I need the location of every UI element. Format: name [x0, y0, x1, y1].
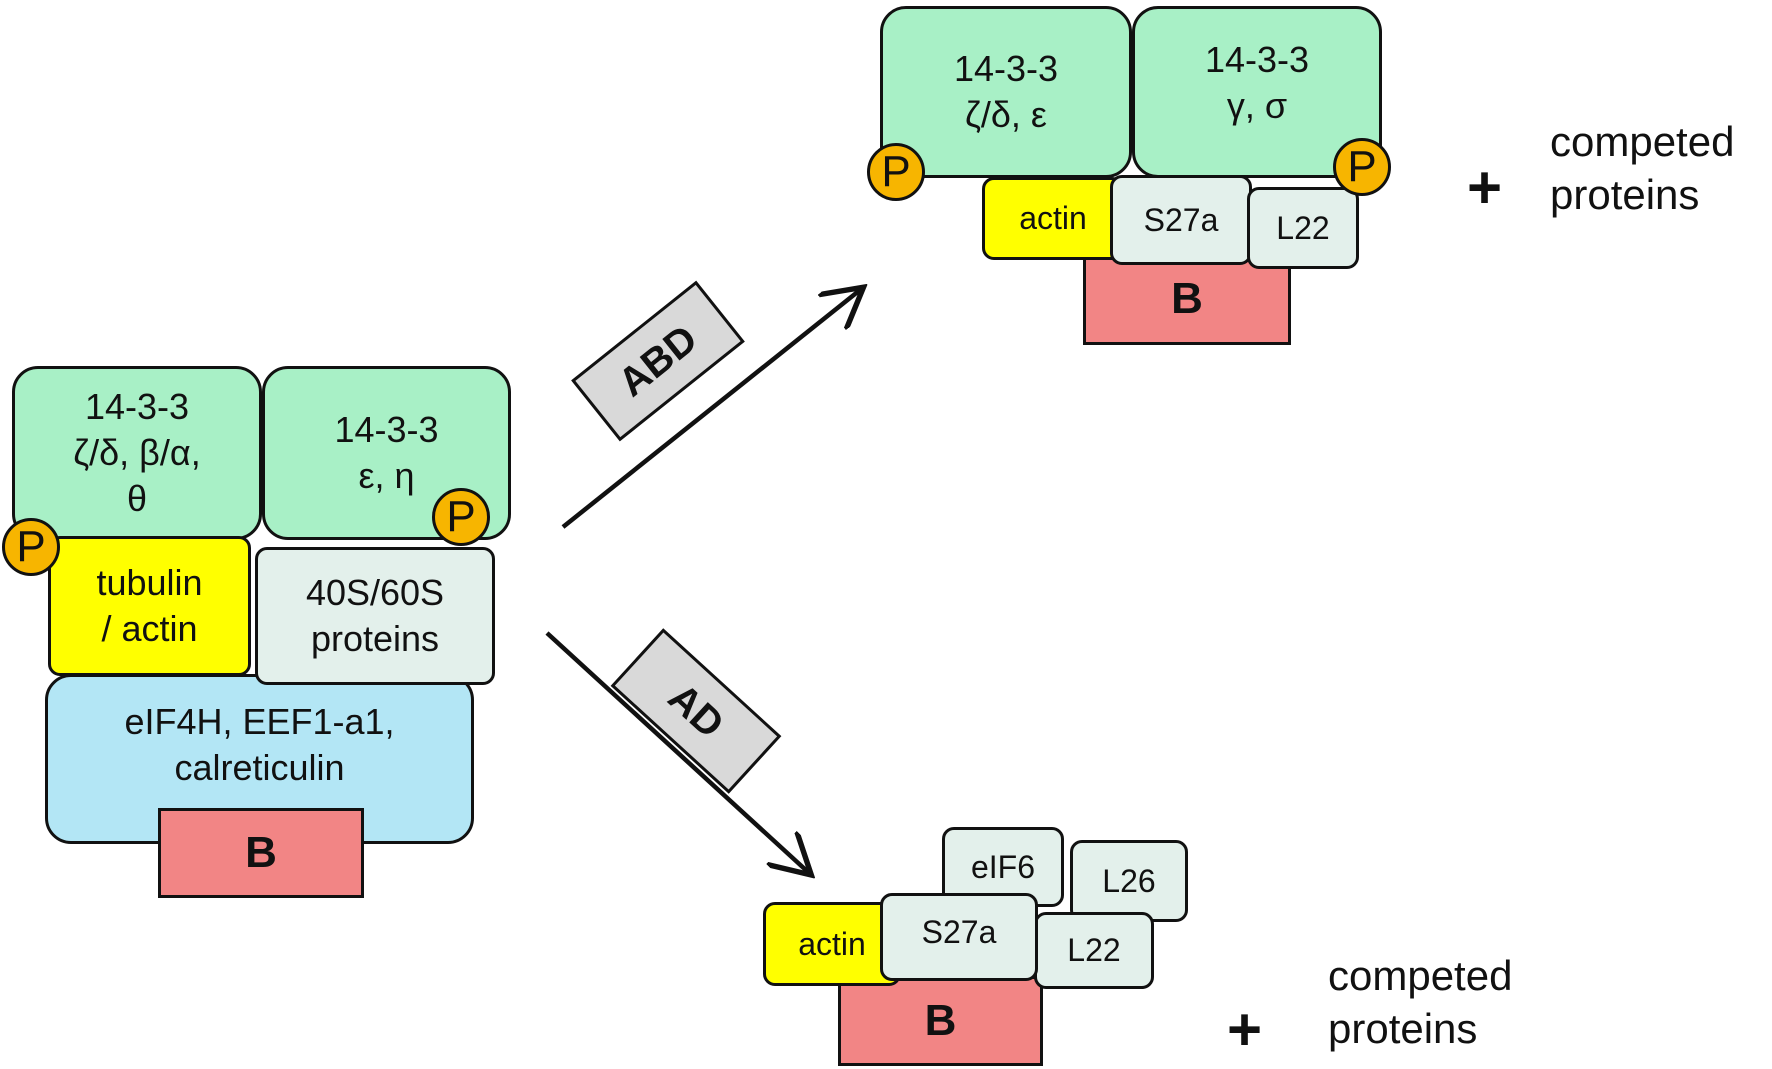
top-plus-sign: + [1467, 158, 1502, 218]
start-phospho-right-icon: P [432, 488, 490, 546]
bottom-plus-text: + [1227, 996, 1263, 1063]
abd-phospho-right-label: P [1347, 142, 1377, 191]
ad-bait-b: B [838, 976, 1043, 1066]
abd-s27a-label: S27a [1143, 201, 1219, 238]
abd-l22: L22 [1247, 187, 1359, 269]
ad-actin-label: actin [798, 925, 866, 962]
ad-eif6-label: eIF6 [970, 848, 1036, 885]
start-phospho-right-label: P [446, 492, 476, 541]
start-40s-60s-proteins: 40S/60S proteins [255, 547, 495, 685]
ad-l26-label: L26 [1102, 862, 1156, 899]
abd-s27a: S27a [1110, 175, 1252, 265]
start-14-3-3-epsilon-eta: 14-3-3 ε, η [262, 366, 511, 540]
start-ribosomal-label: 40S/60S proteins [305, 571, 445, 659]
start-14-3-3-zeta-beta-theta: 14-3-3 ζ/δ, β/α, θ [12, 366, 262, 540]
abd-actin-label: actin [1019, 200, 1087, 236]
top-competed-proteins: competed proteins [1550, 118, 1735, 218]
abd-l22-label: L22 [1276, 209, 1330, 246]
abd-phospho-left-icon: P [867, 143, 925, 201]
abd-14-3-3-zeta-label: 14-3-3 ζ/δ, ε [953, 47, 1059, 135]
ad-s27a-label: S27a [921, 914, 997, 950]
bottom-competed-proteins: competed proteins [1328, 952, 1513, 1052]
start-bait-label: B [245, 828, 277, 877]
ad-l22: L22 [1034, 912, 1154, 989]
start-tubulin-actin: tubulin / actin [48, 536, 251, 676]
ad-bait-label: B [924, 996, 957, 1045]
ad-l26: L26 [1070, 840, 1188, 922]
abd-actin: actin [982, 177, 1124, 260]
start-eif4h-eef1-calreticulin: eIF4H, EEF1-a1, calreticulin [45, 674, 474, 844]
start-14-3-3-zeta-label: 14-3-3 ζ/δ, β/α, θ [73, 385, 201, 520]
start-14-3-3-epsilon-label: 14-3-3 ε, η [334, 408, 439, 496]
ad-s27a: S27a [880, 893, 1038, 981]
start-tubulin-label: tubulin / actin [96, 561, 203, 649]
start-phospho-left-label: P [16, 522, 46, 571]
abd-phospho-left-label: P [881, 147, 911, 196]
abd-bait-label: B [1171, 274, 1203, 323]
start-phospho-left-icon: P [2, 518, 60, 576]
ad-actin: actin [763, 902, 901, 986]
top-plus-text: + [1467, 154, 1503, 221]
start-bait-b: B [158, 808, 364, 898]
start-blue-label: eIF4H, EEF1-a1, calreticulin [124, 701, 395, 789]
ad-label-text: AD [660, 674, 733, 747]
abd-phospho-right-icon: P [1333, 138, 1391, 196]
abd-14-3-3-gamma-label: 14-3-3 γ, σ [1204, 39, 1310, 127]
arrow-to-abd-complex [561, 290, 860, 529]
arrow-to-ad-complex [545, 631, 808, 872]
ad-l22-label: L22 [1067, 932, 1121, 968]
bottom-plus-sign: + [1227, 1000, 1262, 1060]
abd-14-3-3-zeta-epsilon: 14-3-3 ζ/δ, ε [880, 6, 1132, 178]
